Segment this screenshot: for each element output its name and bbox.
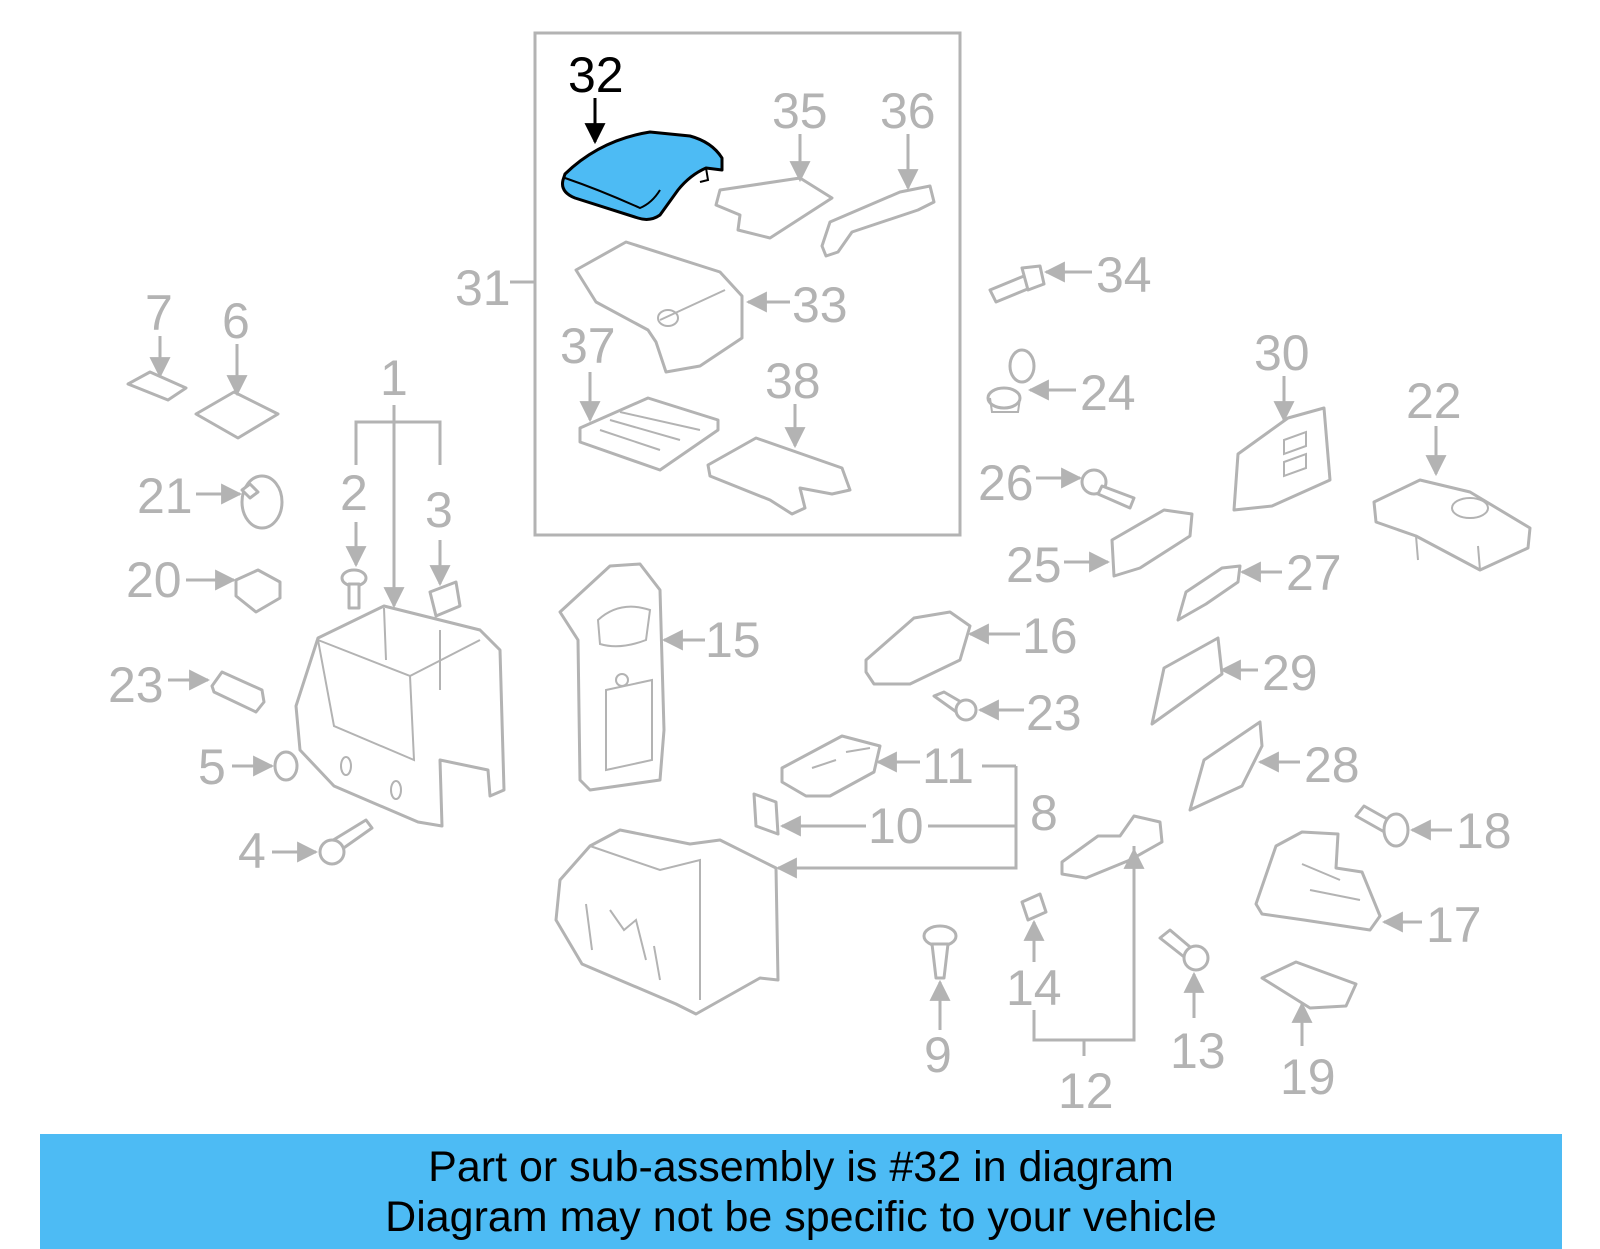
callout-1: 1 (380, 350, 408, 406)
part-18 (1354, 804, 1410, 848)
part-29 (1150, 636, 1224, 726)
part-19 (1260, 960, 1358, 1010)
part-1-console-frame (294, 604, 506, 828)
footer-line-1: Part or sub-assembly is #32 in diagram (428, 1142, 1174, 1191)
callout-10: 10 (868, 798, 924, 854)
part-38 (706, 436, 852, 516)
subassembly-frame-31 (533, 31, 962, 537)
callout-16: 16 (1022, 608, 1078, 664)
part-2 (340, 568, 368, 610)
part-33 (574, 240, 744, 374)
footer-line-2: Diagram may not be specific to your vehi… (385, 1192, 1217, 1241)
callout-20: 20 (126, 552, 182, 608)
part-26 (1080, 468, 1136, 510)
callout-31: 31 (455, 260, 511, 316)
callout-12: 12 (1058, 1063, 1114, 1119)
callout-7: 7 (145, 285, 173, 341)
part-22 (1372, 478, 1532, 572)
part-20 (234, 568, 282, 614)
callout-15: 15 (705, 612, 761, 668)
callout-23-left: 23 (108, 657, 164, 713)
part-9 (922, 924, 958, 980)
callout-23-middle: 23 (1026, 685, 1082, 741)
callout-8: 8 (1030, 785, 1058, 841)
callout-24: 24 (1080, 365, 1136, 421)
callout-27: 27 (1286, 545, 1342, 601)
callout-28: 28 (1304, 737, 1360, 793)
part-34 (988, 264, 1046, 304)
part-3 (428, 580, 462, 618)
part-23-middle (932, 690, 978, 722)
part-10 (752, 792, 780, 836)
callout-4: 4 (238, 823, 266, 879)
callout-37: 37 (560, 318, 616, 374)
callout-17: 17 (1426, 897, 1482, 953)
footer-banner: Part or sub-assembly is #32 in diagram D… (40, 1134, 1562, 1249)
callout-13: 13 (1170, 1023, 1226, 1079)
part-13 (1158, 928, 1210, 972)
callout-2: 2 (340, 465, 368, 521)
part-35 (714, 176, 834, 240)
part-14 (1020, 892, 1048, 922)
callout-33: 33 (792, 277, 848, 333)
part-23-left (210, 670, 266, 714)
callout-14: 14 (1006, 960, 1062, 1016)
callout-30: 30 (1254, 325, 1310, 381)
callout-32: 32 (568, 47, 624, 103)
part-7 (126, 370, 188, 402)
part-32-armrest-lid[interactable] (561, 130, 724, 221)
callout-21: 21 (137, 468, 193, 524)
part-30 (1232, 406, 1332, 512)
part-5 (273, 750, 299, 782)
part-36 (820, 184, 936, 258)
part-16 (864, 610, 972, 686)
callout-26: 26 (978, 455, 1034, 511)
callout-29: 29 (1262, 645, 1318, 701)
part-12 (1060, 814, 1164, 880)
part-37 (578, 396, 720, 472)
part-17 (1254, 830, 1382, 932)
callout-38: 38 (765, 353, 821, 409)
callout-35: 35 (772, 83, 828, 139)
part-6 (194, 390, 280, 440)
part-24 (986, 348, 1036, 413)
part-4 (318, 818, 374, 866)
callout-3: 3 (425, 482, 453, 538)
part-console-bin (554, 828, 780, 1016)
part-25 (1110, 508, 1194, 578)
callout-18: 18 (1456, 803, 1512, 859)
callout-9: 9 (924, 1027, 952, 1083)
callout-34: 34 (1096, 247, 1152, 303)
callout-6: 6 (222, 293, 250, 349)
part-21 (240, 474, 284, 530)
callout-19: 19 (1280, 1049, 1336, 1105)
part-11 (780, 734, 882, 798)
callout-36: 36 (880, 83, 936, 139)
callout-22: 22 (1406, 373, 1462, 429)
callout-25: 25 (1006, 537, 1062, 593)
part-27 (1176, 564, 1242, 622)
callout-5: 5 (198, 739, 226, 795)
part-15 (558, 562, 666, 792)
part-28 (1188, 720, 1264, 812)
callout-11: 11 (922, 738, 974, 794)
